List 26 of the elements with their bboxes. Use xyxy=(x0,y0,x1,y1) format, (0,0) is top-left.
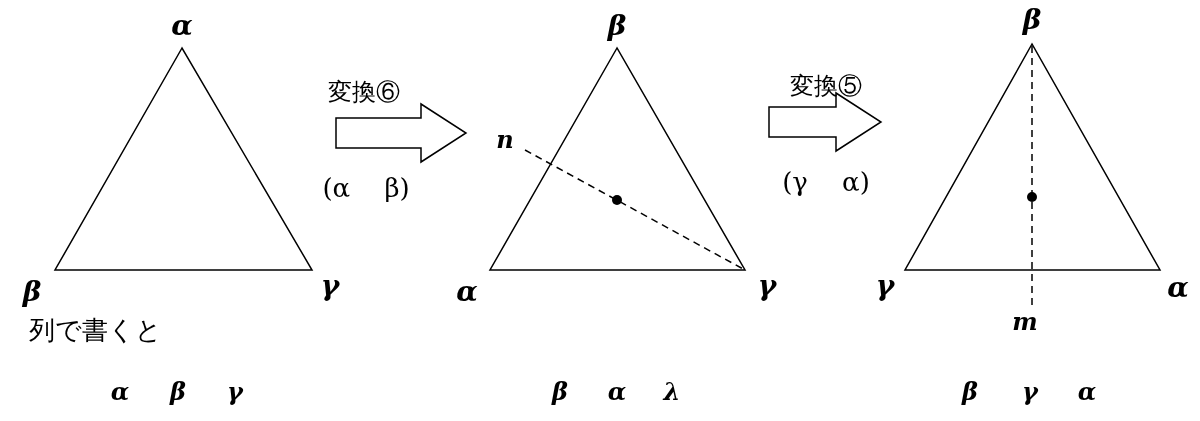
letter-label: β xyxy=(170,380,186,404)
edge-label: 変換⑥ xyxy=(328,80,400,104)
note-text: 列で書くと xyxy=(28,317,162,343)
letter-label: α xyxy=(1077,380,1097,404)
vertex-label: α xyxy=(171,12,193,40)
hollow-arrow xyxy=(335,102,468,164)
swap-label: (γ α) xyxy=(782,169,870,195)
letter-label: m xyxy=(1012,310,1038,334)
vertex-label: β xyxy=(607,12,627,40)
letter-label: γ xyxy=(227,380,243,404)
vertex-label: γ xyxy=(757,272,777,300)
letter-label: β xyxy=(962,380,978,404)
vertex-label: β xyxy=(1022,6,1042,34)
vertex-label: β xyxy=(22,278,42,306)
vertex-label: α xyxy=(1167,274,1189,302)
vertex-label: α xyxy=(456,278,478,306)
letter-label: γ xyxy=(1022,380,1038,404)
letter-label: β xyxy=(552,380,568,404)
letter-label: n xyxy=(496,128,514,152)
letter-label: λ xyxy=(663,380,681,404)
edge-label: 変換⑤ xyxy=(790,74,862,98)
hollow-arrow xyxy=(768,91,883,153)
vertex-label: γ xyxy=(320,272,340,300)
letter-label: α xyxy=(110,380,130,404)
vertex-label: γ xyxy=(875,272,895,300)
letter-label: α xyxy=(607,380,627,404)
